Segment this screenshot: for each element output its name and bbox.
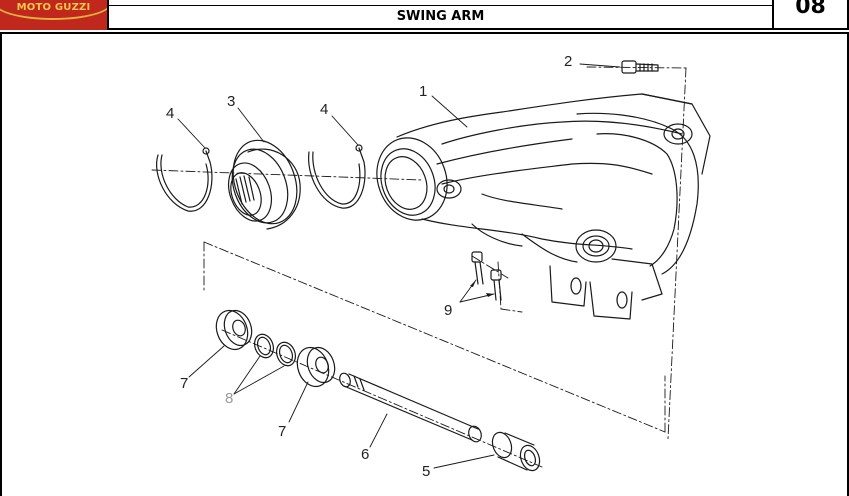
callout-1: 1	[419, 83, 427, 100]
screws-9	[471, 251, 502, 301]
callout-2: 2	[564, 53, 572, 70]
arrowheads	[470, 280, 494, 297]
logo-text: MOTO GUZZI	[16, 2, 91, 13]
swing-arm-body	[376, 93, 711, 320]
clamp-left	[156, 147, 213, 212]
dust-boot	[227, 139, 301, 230]
logo-badge	[0, 0, 107, 20]
page-header: MOTO GUZZI SWING ARM 08	[0, 0, 849, 32]
pivot-pin	[339, 372, 482, 443]
bearing-left	[215, 309, 253, 351]
bearing-right	[296, 346, 336, 388]
swing-arm-drawing: 1 2 3 4 4 5 6 7 7 8 9	[151, 53, 711, 480]
callout-6: 6	[361, 446, 369, 463]
exploded-diagram: 1 2 3 4 4 5 6 7 7 8 9	[0, 32, 849, 496]
title-box: SWING ARM	[107, 0, 774, 30]
callout-4-right: 4	[320, 101, 328, 118]
leader-lines	[177, 63, 621, 469]
callout-7-left: 7	[180, 375, 188, 392]
page-title: SWING ARM	[396, 9, 485, 24]
page-number-box: 08	[774, 0, 849, 30]
callout-4-left: 4	[166, 105, 174, 122]
circlips-8	[253, 333, 297, 367]
spacer	[491, 431, 541, 472]
callout-3: 3	[227, 93, 235, 110]
callout-8: 8	[225, 390, 233, 407]
callout-7-right: 7	[278, 423, 286, 440]
callout-9: 9	[444, 302, 452, 319]
title-divider	[109, 0, 772, 6]
axis-lines	[151, 66, 687, 468]
screw-2	[621, 60, 659, 74]
callout-5: 5	[422, 463, 430, 480]
clamp-right	[308, 144, 366, 209]
page-number: 08	[795, 0, 826, 19]
moto-guzzi-logo: MOTO GUZZI	[0, 0, 107, 30]
